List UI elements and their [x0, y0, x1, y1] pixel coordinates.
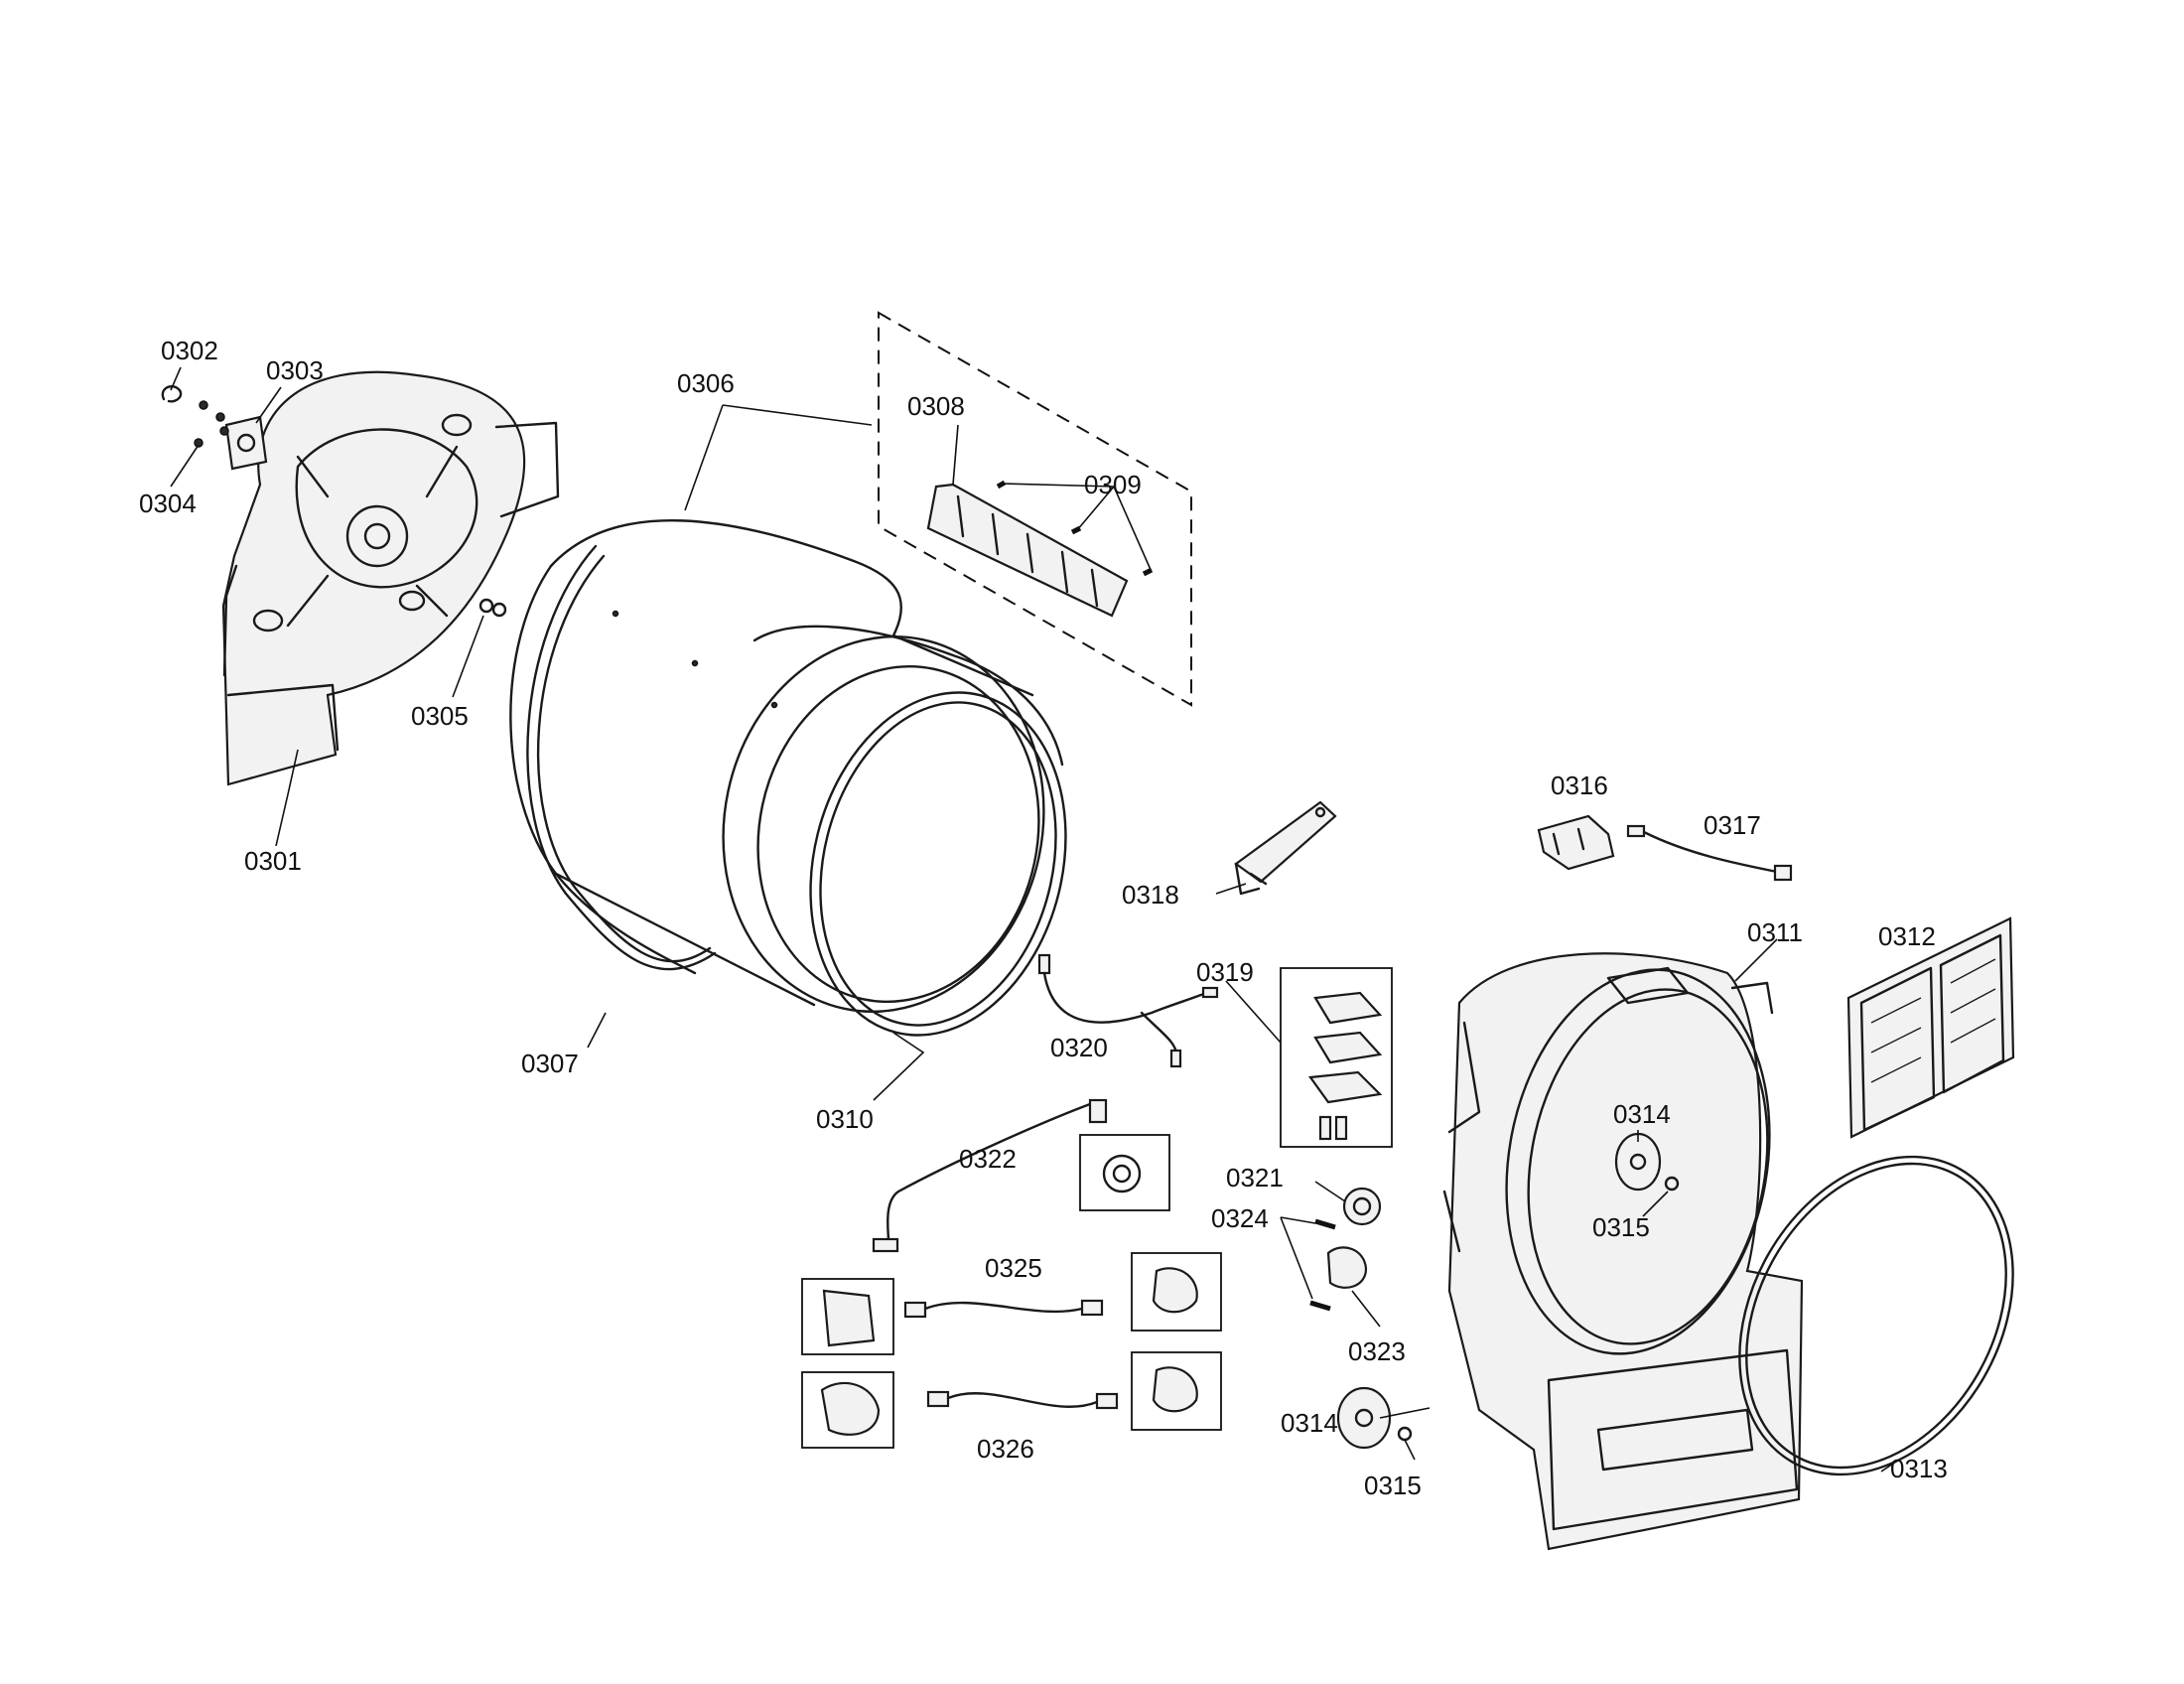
part-0313-drive-belt [1738, 1155, 2014, 1476]
label-0301: 0301 [244, 846, 302, 876]
part-0303-bracket [224, 415, 268, 471]
label-0314-lower: 0314 [1281, 1408, 1338, 1438]
label-0307: 0307 [521, 1049, 579, 1078]
part-0321-thermostat [1342, 1187, 1382, 1226]
label-0322: 0322 [959, 1144, 1017, 1174]
part-0315-upper-clip [1664, 1176, 1680, 1192]
label-0304: 0304 [139, 489, 197, 518]
part-0326-harness [801, 1351, 1222, 1449]
part-0306-drum [509, 518, 1064, 1014]
label-0302: 0302 [161, 336, 218, 365]
part-0302-clip [161, 385, 183, 403]
part-0310-front-seal [809, 691, 1067, 1037]
label-0321: 0321 [1226, 1163, 1284, 1193]
part-0320-wire-harness [1037, 953, 1219, 1068]
part-0314-upper-pulley [1614, 1132, 1662, 1192]
label-0311: 0311 [1747, 917, 1803, 947]
label-0303: 0303 [266, 355, 324, 385]
label-0308: 0308 [907, 391, 965, 421]
part-0314-lower-pulley [1336, 1386, 1392, 1450]
part-0316-switch [1537, 814, 1615, 871]
part-0311-front-bulkhead [1442, 952, 1804, 1551]
label-0315-lower: 0315 [1364, 1471, 1422, 1500]
part-0323-sensor [1326, 1246, 1368, 1289]
label-0317: 0317 [1704, 810, 1761, 840]
label-0316: 0316 [1551, 771, 1608, 800]
label-0320: 0320 [1050, 1033, 1108, 1062]
label-0305: 0305 [411, 701, 469, 731]
part-0324-screws [1309, 1218, 1336, 1312]
part-0305-rollers [478, 598, 507, 618]
part-0319-connector-kit [1280, 967, 1393, 1148]
part-0308-drum-baffle [878, 311, 1192, 707]
part-0325-harness [801, 1252, 1222, 1355]
label-0313: 0313 [1890, 1454, 1948, 1483]
label-0314-upper: 0314 [1613, 1099, 1671, 1129]
leader-lines [170, 366, 1897, 1473]
label-0324: 0324 [1211, 1203, 1269, 1233]
label-0319: 0319 [1196, 957, 1254, 987]
part-0304-screws [194, 400, 229, 448]
part-0317-wire [1626, 824, 1793, 882]
part-0301-rear-bulkhead [221, 370, 560, 786]
part-0315-lower-clip [1397, 1426, 1413, 1442]
part-0312-lint-filter [1846, 916, 2015, 1139]
part-0307-rear-seal [526, 544, 717, 971]
part-labels: 0302 0303 0304 0305 0301 0306 0307 0308 … [139, 336, 1948, 1500]
label-0306: 0306 [677, 368, 735, 398]
label-0323: 0323 [1348, 1336, 1406, 1366]
part-0318-bracket [1234, 800, 1337, 896]
label-0325: 0325 [985, 1253, 1042, 1283]
part-0322-sensor-harness [872, 1098, 1170, 1253]
label-0310: 0310 [816, 1104, 874, 1134]
label-0309: 0309 [1084, 470, 1142, 499]
label-0312: 0312 [1878, 921, 1936, 951]
label-0315-upper: 0315 [1592, 1212, 1650, 1242]
label-0326: 0326 [977, 1434, 1034, 1464]
label-0318: 0318 [1122, 880, 1179, 910]
